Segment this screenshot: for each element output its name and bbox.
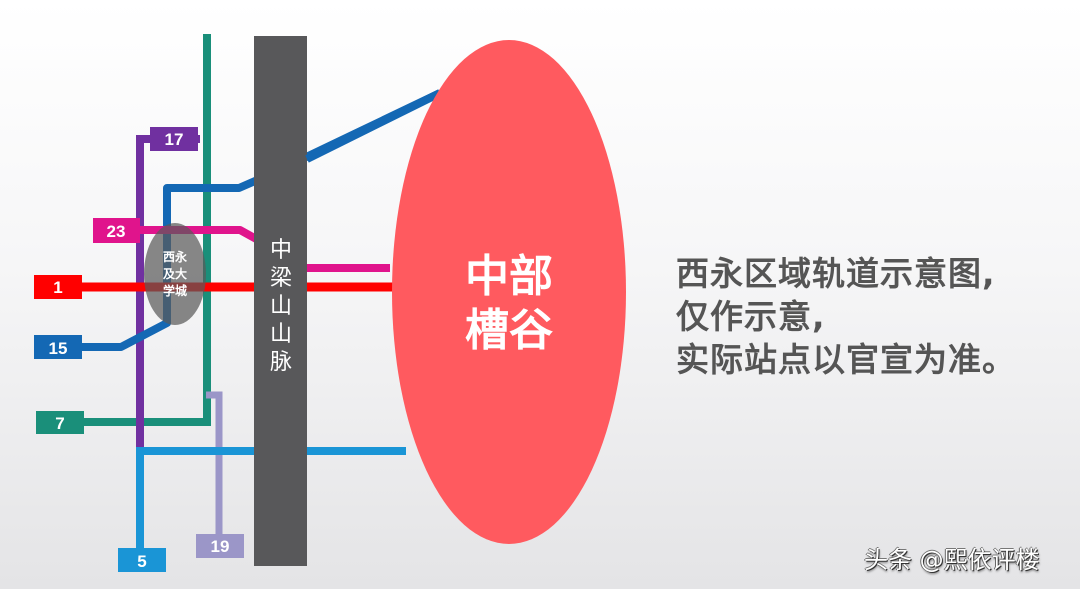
line-label-17[interactable]: 17 — [150, 127, 198, 151]
line-15-east-segment — [305, 89, 442, 163]
line-label-5-text: 5 — [137, 552, 146, 571]
line-label-19-text: 19 — [211, 537, 230, 556]
caption-line-2: 仅作示意, — [676, 297, 826, 336]
valley-label-line-2: 槽谷 — [465, 305, 553, 356]
valley-label-line-1: 中部 — [465, 251, 553, 302]
line-label-15-text: 15 — [49, 339, 68, 358]
line-label-23[interactable]: 23 — [93, 218, 140, 243]
line-label-23-text: 23 — [107, 222, 126, 241]
campus-label-line-3: 学城 — [163, 283, 187, 298]
line-label-7[interactable]: 7 — [36, 411, 84, 434]
university-town-area[interactable]: 西永 及大 学城 — [144, 223, 206, 325]
watermark: 头条 @熙依评楼 — [864, 546, 1040, 574]
caption-line-1: 西永区域轨道示意图, — [676, 254, 996, 293]
zhongliang-mountain-range[interactable]: 中 梁 山 山 脉 — [254, 36, 307, 566]
line-label-1-text: 1 — [53, 278, 62, 297]
line-label-1[interactable]: 1 — [34, 275, 82, 299]
mountain-char-4: 山 — [270, 322, 292, 347]
line-label-15[interactable]: 15 — [34, 335, 82, 359]
line-19-route — [206, 391, 223, 540]
mountain-char-3: 山 — [270, 294, 292, 319]
central-valley-area[interactable]: 中部 槽谷 — [392, 40, 626, 544]
caption-line-3: 实际站点以官宣为准。 — [676, 340, 1016, 379]
line-7-route — [80, 34, 211, 426]
mountain-char-2: 梁 — [270, 266, 292, 291]
line-label-7-text: 7 — [55, 414, 64, 433]
line-label-17-text: 17 — [165, 130, 184, 149]
campus-label-line-1: 西永 — [163, 249, 187, 264]
diagram-caption: 西永区域轨道示意图, 仅作示意, 实际站点以官宣为准。 — [676, 252, 1016, 381]
mountain-char-1: 中 — [270, 238, 292, 263]
line-label-19[interactable]: 19 — [196, 534, 244, 558]
line-label-5[interactable]: 5 — [118, 548, 166, 572]
mountain-char-5: 脉 — [270, 350, 292, 375]
campus-label-line-2: 及大 — [163, 266, 187, 281]
